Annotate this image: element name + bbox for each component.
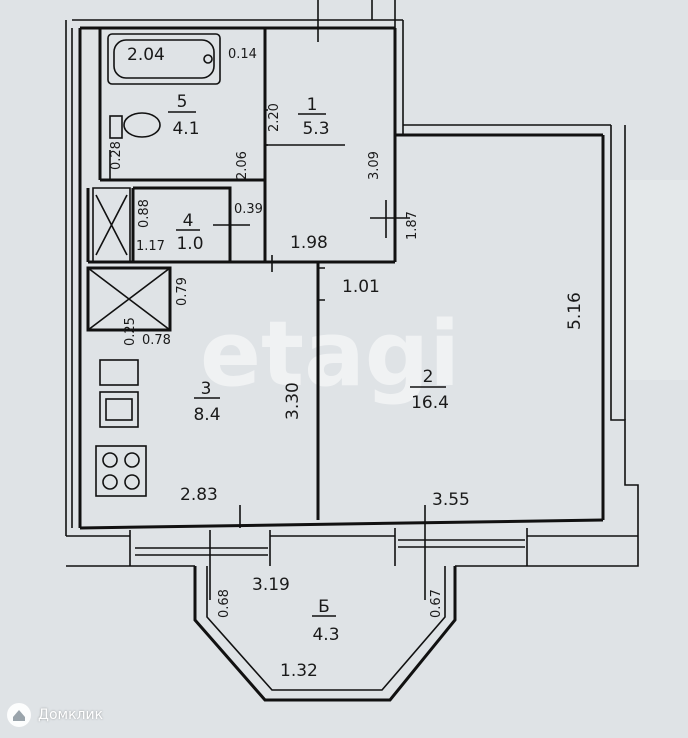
brand-name: Домклик <box>38 707 104 723</box>
svg-text:1.01: 1.01 <box>342 277 380 297</box>
svg-text:Б: Б <box>318 597 330 617</box>
svg-text:1: 1 <box>307 95 318 115</box>
room-label-5: 5 4.1 <box>168 92 200 139</box>
svg-text:0.79: 0.79 <box>175 277 190 306</box>
svg-text:3.55: 3.55 <box>432 490 470 510</box>
dimension-labels: 2.04 0.14 2.20 2.06 3.09 0.28 0.88 1.17 … <box>109 45 585 681</box>
svg-text:2: 2 <box>423 367 434 387</box>
svg-text:0.68: 0.68 <box>217 589 232 618</box>
svg-text:0.88: 0.88 <box>137 199 152 228</box>
svg-text:1.98: 1.98 <box>290 233 328 253</box>
svg-text:5.3: 5.3 <box>302 119 329 139</box>
svg-text:3.30: 3.30 <box>283 382 303 420</box>
svg-text:1.0: 1.0 <box>176 234 203 254</box>
svg-text:5.16: 5.16 <box>565 292 585 330</box>
room-label-4: 4 1.0 <box>176 211 204 254</box>
room-label-2: 2 16.4 <box>410 367 449 413</box>
svg-text:1.32: 1.32 <box>280 661 318 681</box>
svg-text:5: 5 <box>177 92 188 112</box>
svg-text:2.83: 2.83 <box>180 485 218 505</box>
svg-text:1.17: 1.17 <box>136 239 165 254</box>
room-label-1: 1 5.3 <box>298 95 330 139</box>
svg-text:8.4: 8.4 <box>193 405 220 425</box>
balcony-outline <box>193 566 457 702</box>
svg-text:4.1: 4.1 <box>172 119 199 139</box>
svg-text:16.4: 16.4 <box>411 393 449 413</box>
watermark: etagi <box>200 302 460 407</box>
bathtub-icon <box>107 33 221 85</box>
svg-text:4: 4 <box>183 211 194 231</box>
brand-logo: Домклик <box>6 702 103 728</box>
room-label-balcony: Б 4.3 <box>312 597 340 645</box>
svg-text:3.19: 3.19 <box>252 575 290 595</box>
svg-text:2.06: 2.06 <box>235 151 250 180</box>
svg-text:0.78: 0.78 <box>142 333 171 348</box>
svg-text:0.67: 0.67 <box>429 589 444 618</box>
dimension-lines <box>109 0 426 600</box>
svg-text:0.14: 0.14 <box>228 47 257 62</box>
svg-text:0.39: 0.39 <box>234 202 263 217</box>
svg-text:2.20: 2.20 <box>267 103 282 132</box>
svg-text:0.28: 0.28 <box>109 141 124 170</box>
room-label-3: 3 8.4 <box>193 379 220 425</box>
svg-text:3: 3 <box>201 379 212 399</box>
svg-text:4.3: 4.3 <box>312 625 339 645</box>
domclick-logo-icon <box>7 703 31 727</box>
toilet-icon <box>109 112 161 139</box>
svg-text:2.04: 2.04 <box>127 45 165 65</box>
sink-icon <box>99 359 139 428</box>
stove-icon <box>95 445 147 497</box>
svg-text:1.87: 1.87 <box>405 211 420 240</box>
svg-text:3.09: 3.09 <box>367 151 382 180</box>
svg-text:0.25: 0.25 <box>123 317 138 346</box>
